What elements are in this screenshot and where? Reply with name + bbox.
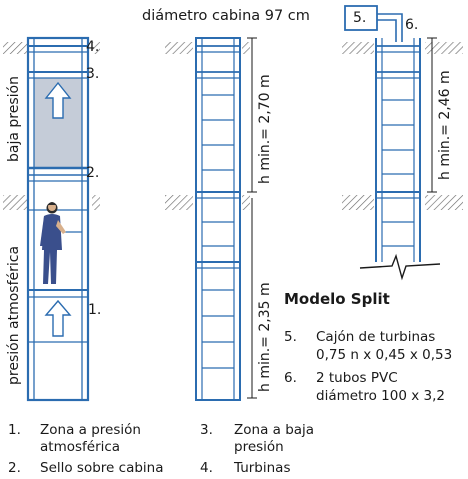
split-note-5-line2: 0,75 n x 0,45 x 0,53 (316, 347, 453, 363)
turbine-box (344, 5, 403, 42)
break-line (359, 253, 441, 281)
legend-4-line1: Turbinas (234, 460, 291, 476)
low-pressure-label: baja presión (6, 76, 22, 162)
elevator-front-view (26, 36, 90, 402)
callout-5: 5. (353, 10, 367, 26)
callout-1: 1. (88, 302, 102, 318)
split-note-6-number: 6. (284, 370, 297, 386)
dimension-lines-middle (247, 37, 257, 399)
legend-1-line2: atmosférica (40, 439, 121, 455)
legend-1-line1: Zona a presión (40, 422, 141, 438)
cabin-diameter-label: diámetro cabina 97 cm (142, 8, 310, 24)
split-note-6-line2: diámetro 100 x 3,2 (316, 388, 445, 404)
dimension-lines-right (427, 37, 437, 193)
split-note-6-line1: 2 tubos PVC (316, 370, 398, 386)
height-lower-label: h min.= 2,35 m (257, 282, 273, 392)
legend-2-number: 2. (8, 460, 21, 476)
legend-4-number: 4. (200, 460, 213, 476)
air-flow-arrows (44, 81, 72, 337)
floor-slabs (3, 42, 463, 210)
legend-1-number: 1. (8, 422, 21, 438)
callout-3: 3. (86, 66, 100, 82)
split-note-5-number: 5. (284, 329, 297, 345)
elevator-tube-view (195, 37, 241, 401)
atmospheric-pressure-label: presión atmosférica (6, 245, 22, 385)
height-upper-label: h min.= 2,70 m (257, 74, 273, 184)
split-note-5-line1: Cajón de turbinas (316, 329, 436, 345)
person-figure (40, 202, 66, 284)
callout-2: 2. (86, 165, 100, 181)
split-model-title: Modelo Split (284, 290, 390, 308)
height-split-label: h min.= 2,46 m (437, 70, 453, 180)
legend-3-number: 3. (200, 422, 213, 438)
split-model-view (375, 38, 421, 262)
callout-4: 4. (86, 39, 100, 55)
callout-6: 6. (405, 17, 419, 33)
legend-2-line1: Sello sobre cabina (40, 460, 164, 476)
legend-3-line2: presión (234, 439, 284, 455)
legend-3-line1: Zona a baja (234, 422, 315, 438)
